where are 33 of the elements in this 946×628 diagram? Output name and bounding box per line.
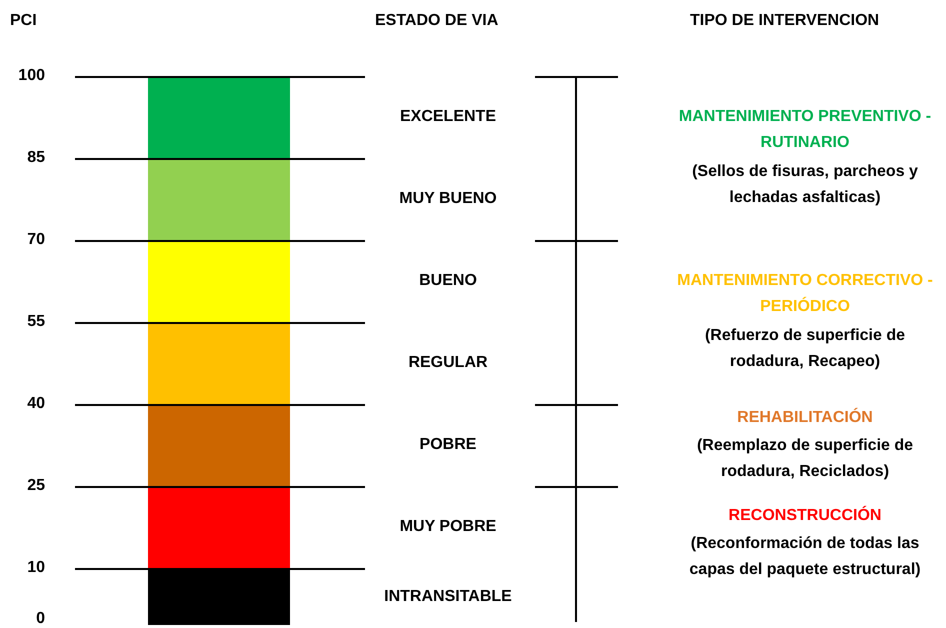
column-header: ESTADO DE VIA [375,12,498,30]
condition-label: EXCELENTE [398,108,497,126]
column-header: PCI [10,12,37,30]
scale-band [148,77,290,159]
condition-label: MUY BUENO [398,190,498,208]
scale-value: 55 [26,313,45,331]
scale-value: 40 [26,395,45,413]
intervention-title: MANTENIMIENTO PREVENTIVO - RUTINARIO [678,107,932,153]
scale-value: 85 [26,149,45,167]
scale-value: 100 [17,67,45,85]
condition-label: INTRANSITABLE [383,588,513,606]
intervention-title: REHABILITACIÓN [736,406,874,428]
scale-value: 0 [35,610,45,628]
intervention-title: MANTENIMIENTO CORRECTIVO - PERIÓDICO [676,271,934,317]
intervention-title: RECONSTRUCCIÓN [728,504,882,526]
intervention-description: (Reconformación de todas las capas del paquete estructural) [688,534,922,580]
intervention-description: (Refuerzo de superficie de rodadura, Recapeo) [704,326,906,372]
scale-band [148,487,290,569]
scale-band [148,405,290,487]
intervention-description: (Sellos de fisuras, parcheos y lechadas asfalticas) [691,162,919,208]
scale-band [148,569,290,625]
condition-label: MUY POBRE [398,518,498,536]
condition-label: BUENO [418,272,478,290]
scale-band [148,241,290,323]
scale-band [148,323,290,405]
condition-label: POBRE [418,436,478,454]
scale-value: 70 [26,231,45,249]
scale-value: 25 [26,477,45,495]
condition-label: REGULAR [407,354,489,372]
scale-band [148,159,290,241]
scale-value: 10 [26,559,45,577]
intervention-description: (Reemplazo de superficie de rodadura, Reciclados) [696,436,914,482]
column-header: TIPO DE INTERVENCION [690,12,880,30]
